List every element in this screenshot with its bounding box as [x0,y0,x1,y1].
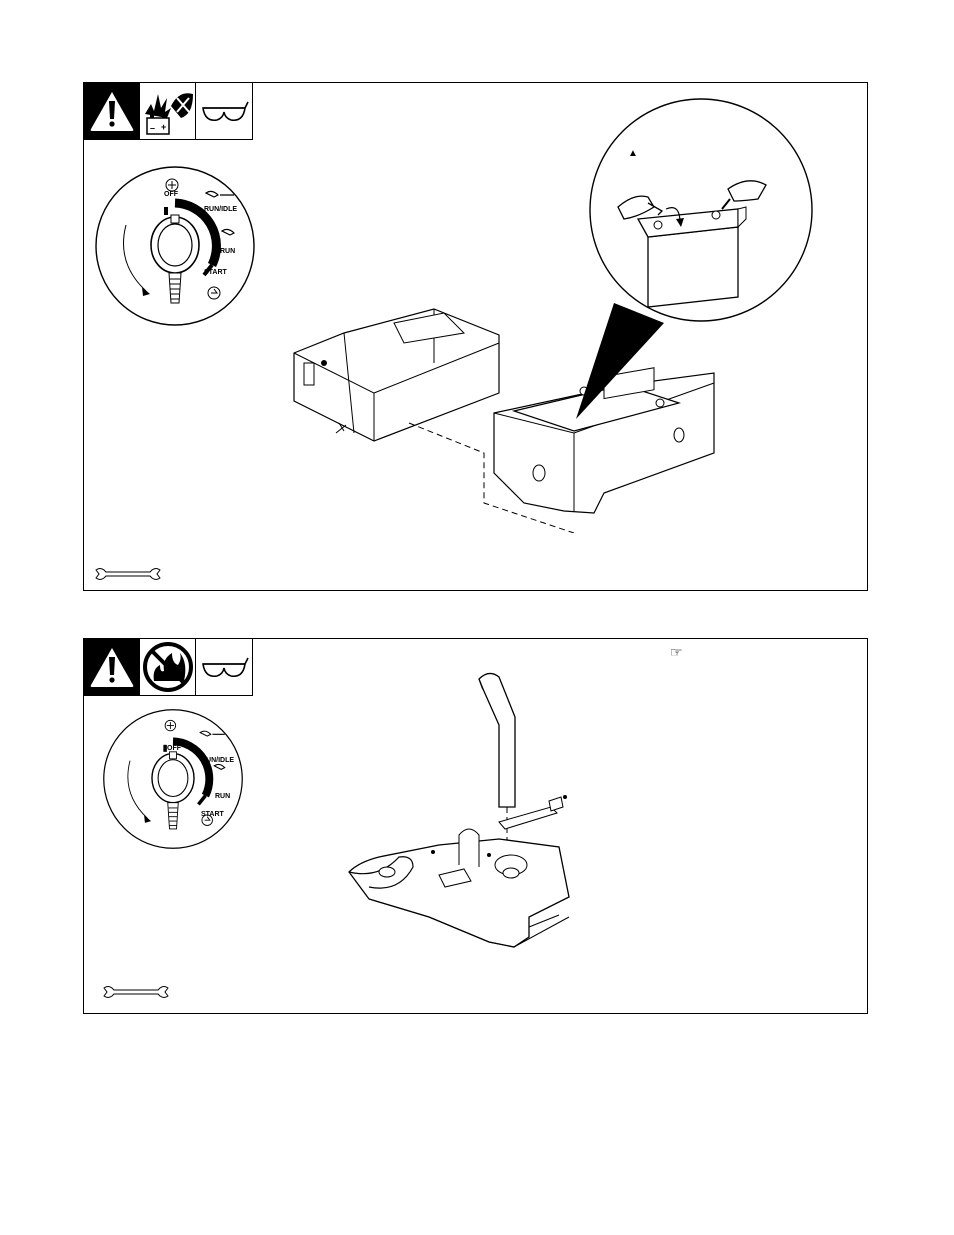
battery-terminal-detail-inset [588,97,814,323]
warning-icon-strip: – + [84,83,253,140]
battery-explosion-icon: – + [140,83,196,139]
no-fire-icon [140,639,196,695]
safety-glasses-icon [196,83,252,139]
warning-icon-strip [84,639,253,696]
switch-run-idle-label: RUN/IDLE [204,206,237,213]
pointing-hand-icon: ☞ [670,645,683,659]
switch-run-idle-label: RUN/IDLE [201,757,234,764]
wrench-icon [94,567,162,581]
warning-exclamation-icon [84,83,140,139]
switch-run-label: RUN [215,793,230,800]
switch-off-label: OFF [167,745,181,752]
safety-glasses-icon [196,639,252,695]
warning-exclamation-icon [84,639,140,695]
exhaust-install-panel: ☞ OFF RUN/IDLE RUN START [83,638,868,1014]
switch-run-label: RUN [220,248,235,255]
battery-plus-label: + [161,122,166,132]
engine-switch-dial-illustration [102,706,244,852]
engine-switch-dial-illustration [94,163,256,329]
battery-install-panel: – + OFF RUN/IDLE RUN START [83,82,868,591]
switch-off-label: OFF [164,191,178,198]
triangle-marker-icon: ▲ [628,149,638,159]
battery-minus-label: – [150,123,155,133]
exhaust-pipe-illustration [339,667,579,967]
wrench-icon [102,985,170,999]
switch-start-label: START [204,269,227,276]
switch-start-label: START [201,811,224,818]
